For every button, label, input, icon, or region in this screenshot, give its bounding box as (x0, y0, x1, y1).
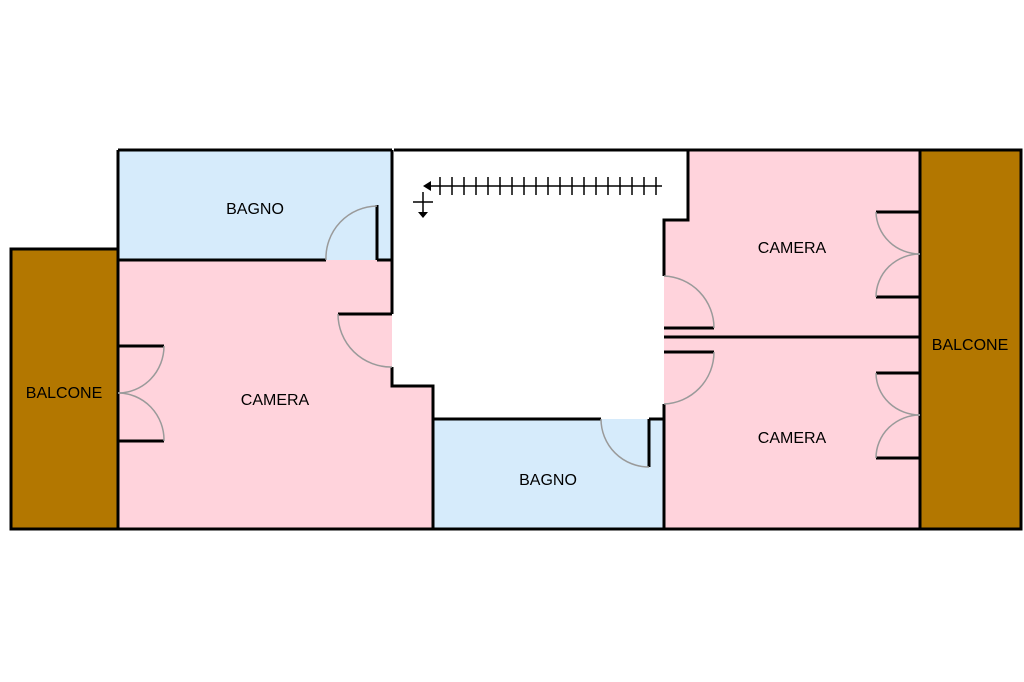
bedroom-left-label: CAMERA (241, 392, 310, 409)
bathroom-top-label: BAGNO (226, 201, 284, 218)
bedroom-left-area (118, 260, 433, 529)
bedroom-top-right-label: CAMERA (758, 240, 827, 257)
bedroom-bottom-right-area (664, 337, 920, 529)
bathroom-top-area (118, 150, 392, 260)
balcony-left-label: BALCONE (26, 385, 102, 402)
balcony-right-area (918, 148, 1023, 531)
bathroom-bottom-label: BAGNO (519, 472, 577, 489)
bathroom-bottom-area (433, 419, 664, 529)
balcony-right-label: BALCONE (932, 337, 1008, 354)
stairs-arrow-icon (413, 177, 662, 218)
balcony-left-area (9, 247, 120, 531)
walls (11, 148, 1021, 531)
doors (117, 205, 921, 468)
bedroom-top-right-area (664, 150, 920, 337)
hall-area (394, 150, 688, 419)
bedroom-bottom-right-label: CAMERA (758, 430, 827, 447)
